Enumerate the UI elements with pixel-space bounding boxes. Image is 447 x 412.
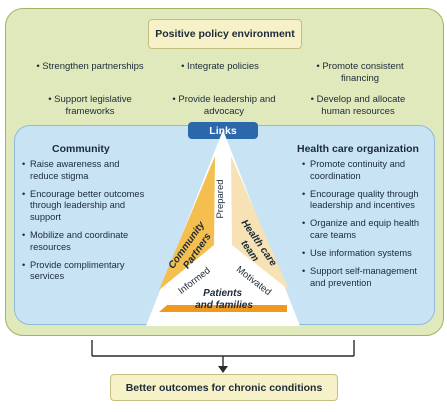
hco-item: Promote continuity and coordination <box>302 159 430 182</box>
community-item: Raise awareness and reduce stigma <box>22 159 150 182</box>
hco-item: Support self-management and prevention <box>302 266 430 289</box>
outcome-arrow-head <box>218 366 228 373</box>
policy-item: • Integrate policies <box>181 61 259 72</box>
policy-item: • Strengthen partnerships <box>36 61 144 72</box>
policy-item: • Provide leadership and <box>172 94 276 105</box>
hco-item: Encourage quality through leadership and… <box>302 189 430 212</box>
community-list: Raise awareness and reduce stigma Encour… <box>22 159 150 289</box>
policy-item: frameworks <box>65 106 115 117</box>
policy-item: • Support legislative <box>48 94 132 105</box>
policy-item: advocacy <box>203 106 245 117</box>
policy-item: • Promote consistent <box>316 61 404 72</box>
patients-families-triangle <box>159 257 287 312</box>
community-item: Mobilize and coordinate resources <box>22 230 150 253</box>
community-title: Community <box>52 143 110 155</box>
hco-list: Promote continuity and coordination Enco… <box>302 159 430 296</box>
hco-item: Organize and equip health care teams <box>302 218 430 241</box>
edge-label-prepared: Prepared <box>215 179 226 218</box>
triangle-white-base <box>146 130 300 326</box>
hco-item: Use information systems <box>302 248 430 260</box>
policy-title: Positive policy environment <box>148 19 302 49</box>
patients-families-label: Patients and families <box>195 288 253 311</box>
community-partners-triangle <box>159 156 215 290</box>
hco-title: Health care organization <box>297 143 419 155</box>
community-item: Provide complimentary services <box>22 260 150 283</box>
community-item: Encourage better outcomes through leader… <box>22 189 150 224</box>
policy-item: human resources <box>321 106 395 117</box>
outcome-box: Better outcomes for chronic conditions <box>110 374 338 401</box>
policy-item: • Develop and allocate <box>310 94 406 105</box>
policy-item: financing <box>340 73 380 84</box>
health-care-team-triangle <box>231 156 289 290</box>
